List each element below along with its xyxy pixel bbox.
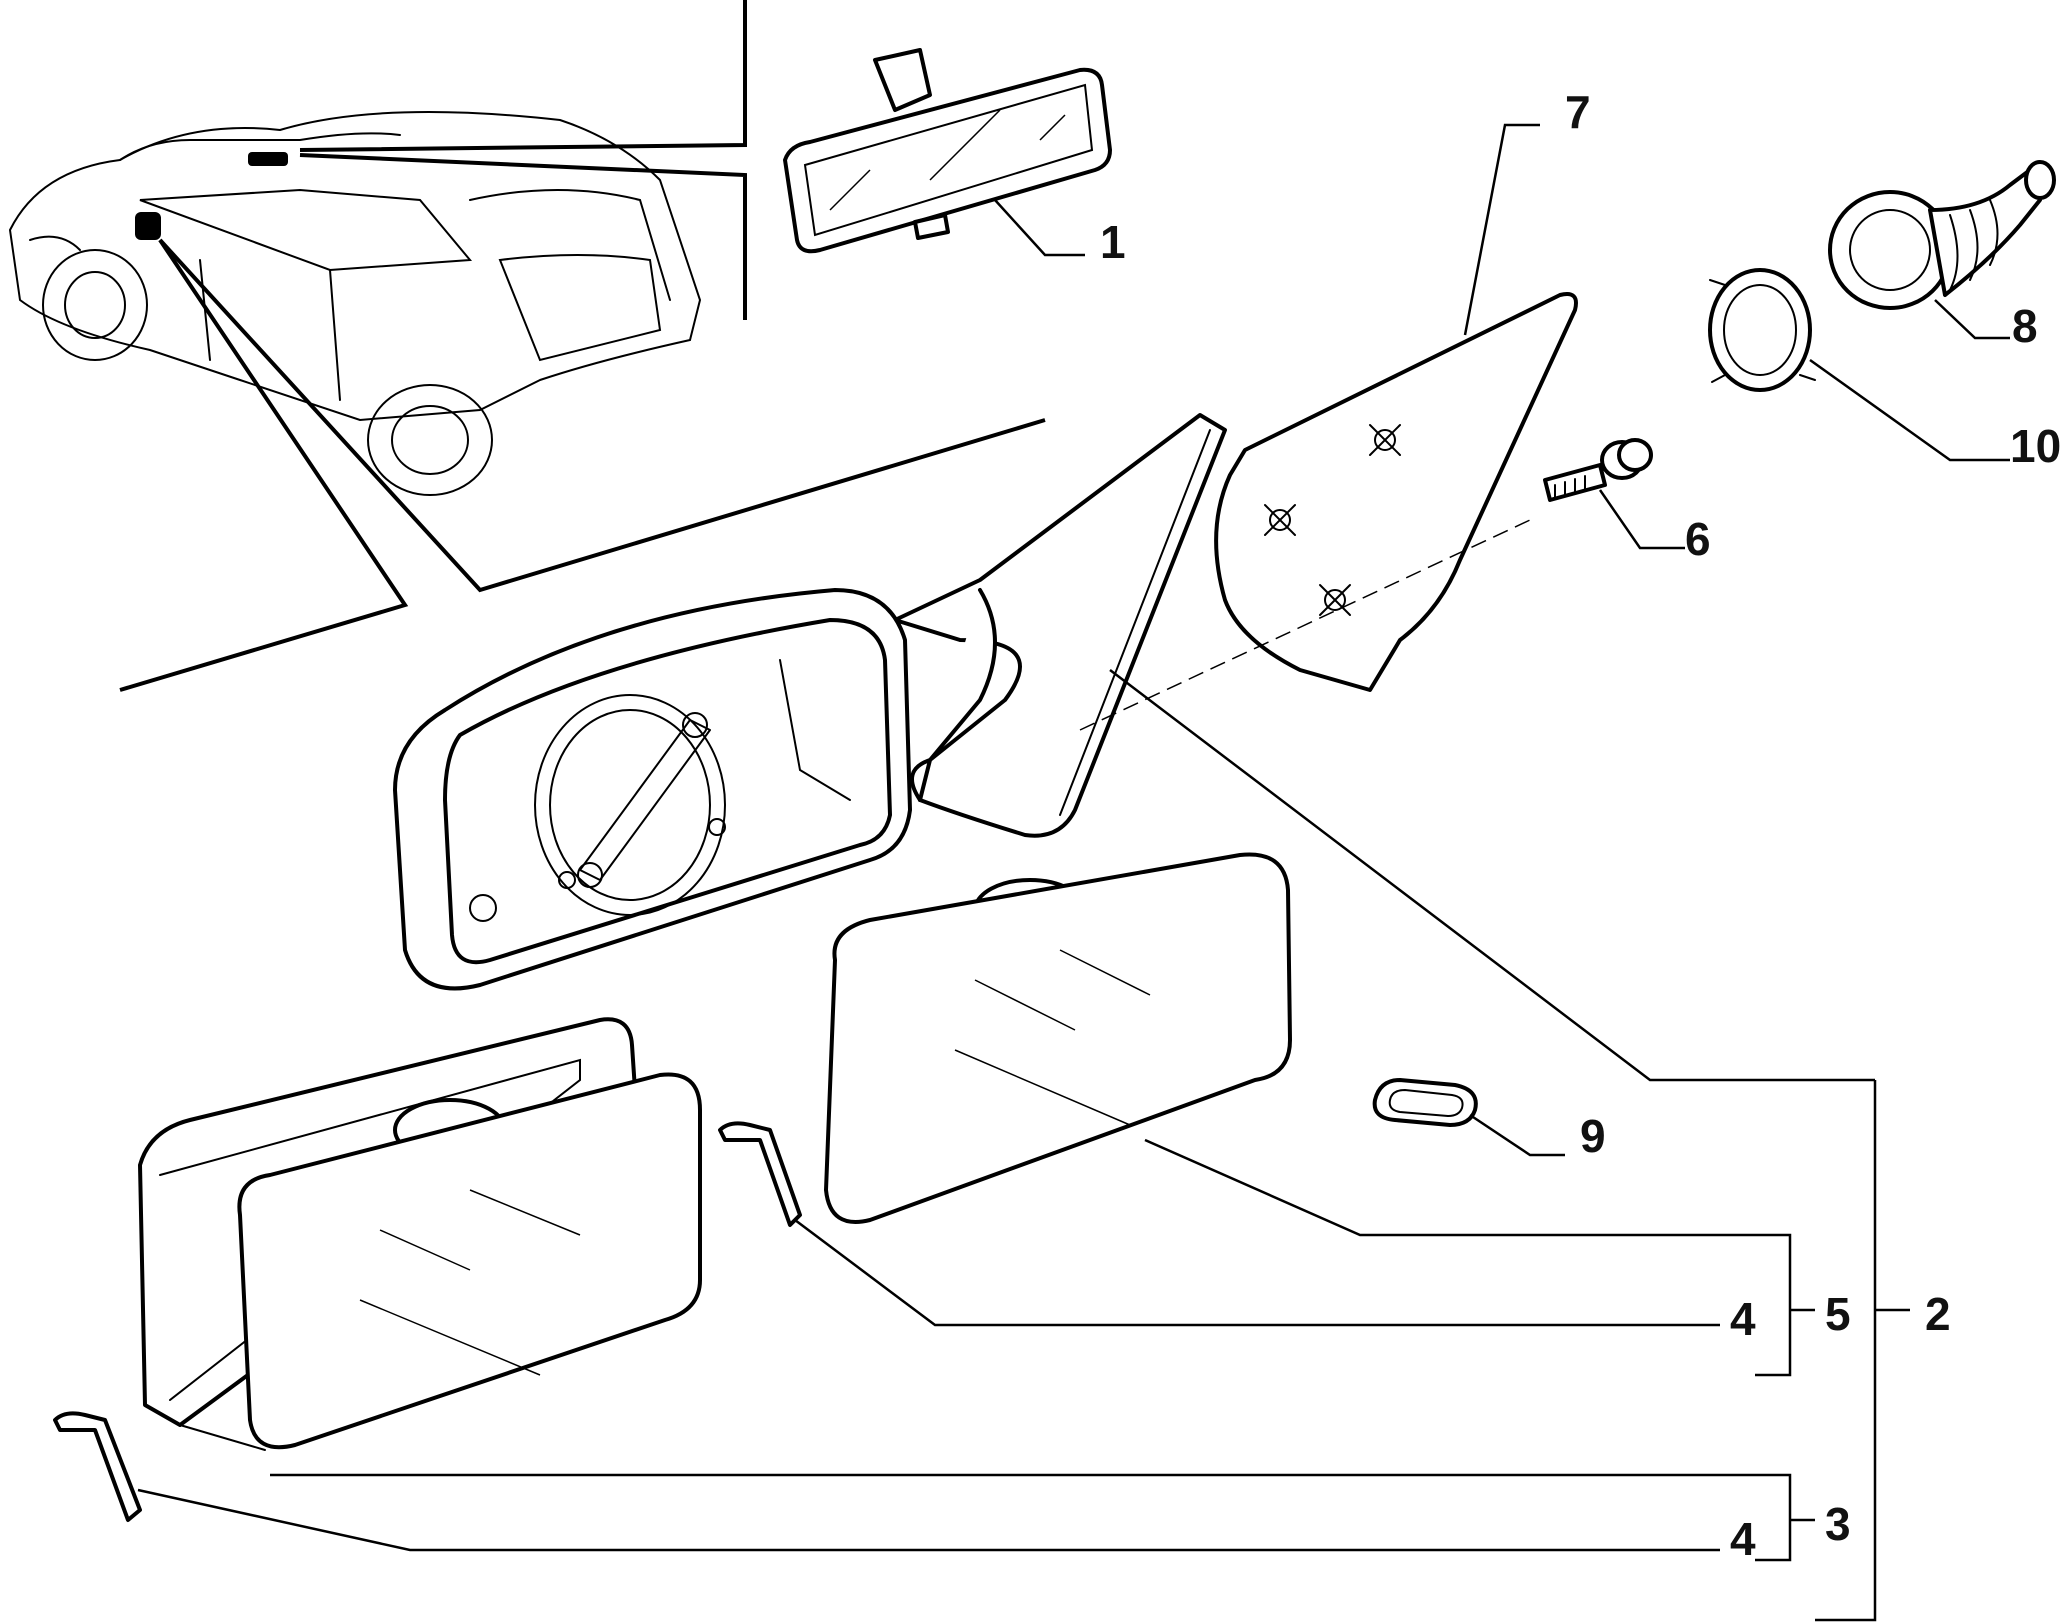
callout-4-lower: 4 [1730,1513,1756,1565]
callout-9: 9 [1580,1110,1606,1162]
mirror-location-marker [135,212,161,240]
interior-mirror [783,48,1112,257]
mirror-housing [393,413,1875,1082]
callout-5: 5 [1825,1288,1851,1340]
callout-2: 2 [1925,1288,1951,1340]
spring-clip-lower [53,1411,1720,1552]
callout-6: 6 [1685,513,1711,565]
screw [1543,438,1685,550]
callout-1: 1 [1100,216,1126,268]
callout-8: 8 [2012,300,2038,352]
inner-cover-plate [1214,123,1578,692]
callout-10: 10 [2010,420,2061,472]
spring-clip-upper [718,1121,1720,1327]
grommet [1372,1078,1565,1157]
callout-7: 7 [1565,86,1591,138]
callout-labels: 1 2 3 4 4 5 6 7 8 9 10 [1100,86,2061,1565]
bracket-lines [1790,1080,1910,1622]
retaining-ring [1708,268,2010,462]
car-overview [8,111,702,496]
rubber-boot [1828,160,2056,340]
callout-3: 3 [1825,1498,1851,1550]
zoom-lines [119,0,1046,692]
mirror-glass-left [138,1017,1792,1562]
mirror-glass-right [824,852,1792,1377]
interior-mirror-marker [248,152,288,166]
callout-4-upper: 4 [1730,1293,1756,1345]
